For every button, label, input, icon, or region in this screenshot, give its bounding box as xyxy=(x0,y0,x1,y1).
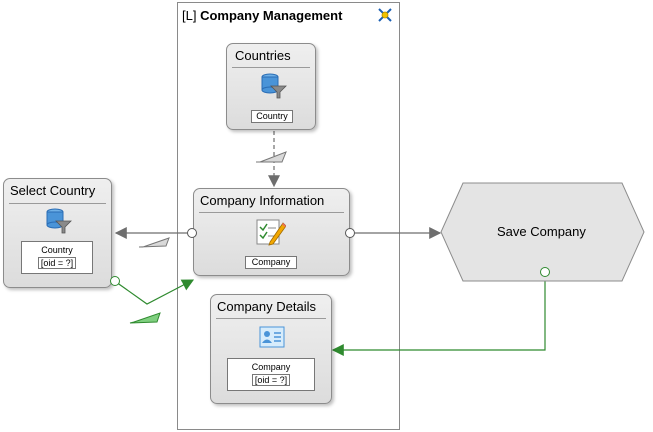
condition-label: [oid = ?] xyxy=(37,257,77,269)
ok-port[interactable] xyxy=(110,276,120,286)
parameter-icon xyxy=(256,151,287,163)
output-port[interactable] xyxy=(345,228,355,238)
ok-link-select-country[interactable] xyxy=(115,279,195,305)
data-card-icon xyxy=(259,326,285,348)
parameter-icon xyxy=(138,237,170,248)
unit-title: Select Country xyxy=(10,183,96,198)
unit-title: Company Information xyxy=(200,193,325,208)
database-filter-icon xyxy=(46,208,72,234)
ok-port[interactable] xyxy=(540,267,550,277)
entity-label: Company xyxy=(245,256,297,269)
unit-separator xyxy=(232,67,310,68)
unit-separator xyxy=(216,318,326,319)
unit-separator xyxy=(9,203,106,204)
unit-title: Countries xyxy=(235,48,291,63)
landmark-tag: [L] xyxy=(182,8,197,23)
entity-label: Company xyxy=(251,362,291,372)
unit-title: Company Details xyxy=(217,299,316,314)
landmark-icon xyxy=(378,8,392,22)
save-company-label: Save Company xyxy=(497,224,586,239)
entity-label: Country xyxy=(41,245,73,255)
entry-form-icon xyxy=(256,219,286,246)
condition-label: [oid = ?] xyxy=(251,374,291,386)
entity-condition-box: Company [oid = ?] xyxy=(227,358,315,391)
page-title: [L] Company Management xyxy=(182,8,342,23)
database-filter-icon xyxy=(261,73,287,99)
save-company-operation[interactable] xyxy=(440,182,645,282)
parameter-icon xyxy=(129,312,161,324)
entity-label: Country xyxy=(251,110,293,123)
select-country-unit[interactable]: Select Country Country [oid = ?] xyxy=(3,178,112,288)
company-details-unit[interactable]: Company Details Company [oid = ?] xyxy=(210,294,332,404)
unit-separator xyxy=(199,212,344,213)
countries-unit[interactable]: Countries Country xyxy=(226,43,316,130)
ok-link-save-company[interactable] xyxy=(331,274,546,356)
company-information-unit[interactable]: Company Information Company xyxy=(193,188,350,276)
entity-condition-box: Country [oid = ?] xyxy=(21,241,93,274)
page-name: Company Management xyxy=(200,8,343,23)
input-port[interactable] xyxy=(187,228,197,238)
